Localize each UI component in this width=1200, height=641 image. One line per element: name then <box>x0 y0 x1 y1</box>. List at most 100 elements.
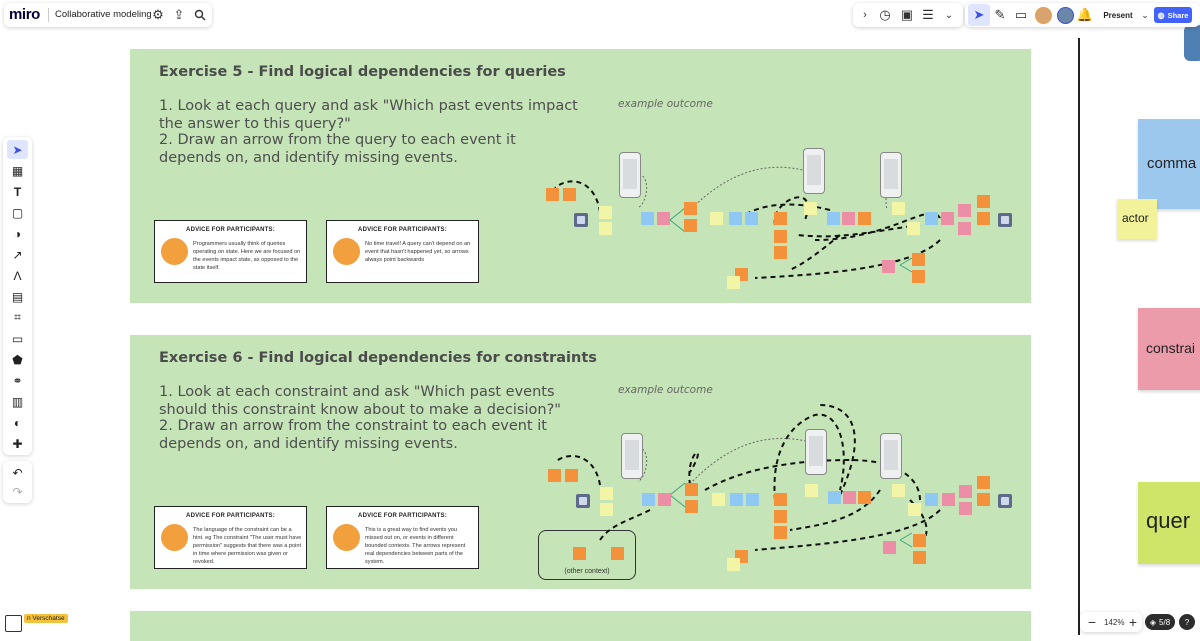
pages-pill[interactable]: ◈ 5/8 <box>1145 614 1175 630</box>
miro-logo[interactable]: miro <box>9 6 40 23</box>
zoom-out-icon[interactable]: − <box>1087 614 1097 630</box>
notes-icon[interactable]: ☰ <box>922 7 934 22</box>
event-sticky[interactable] <box>913 534 926 547</box>
sidebar-panel-icon[interactable] <box>5 615 22 632</box>
event-sticky[interactable] <box>685 500 698 513</box>
event-sticky[interactable] <box>573 547 586 560</box>
undo-icon[interactable]: ↶ <box>12 465 23 480</box>
timer-icon[interactable]: ◷ <box>879 7 891 22</box>
constraint-sticky[interactable] <box>657 212 670 225</box>
export-upload-icon[interactable]: ⇪ <box>173 7 185 22</box>
mindmap-tool-icon[interactable]: ⬟ <box>12 352 23 367</box>
query-sticky[interactable] <box>892 484 905 497</box>
event-sticky[interactable] <box>774 212 787 225</box>
event-sticky[interactable] <box>858 491 871 504</box>
command-sticky[interactable] <box>642 493 655 506</box>
constraint-sticky[interactable] <box>658 493 671 506</box>
connection-line-tool-icon[interactable]: ↗ <box>12 247 23 262</box>
user-avatar[interactable] <box>1057 7 1074 24</box>
command-sticky[interactable] <box>925 212 938 225</box>
templates-tool-icon[interactable]: ▦ <box>11 163 24 178</box>
dark-blue-sticky[interactable] <box>1184 25 1200 61</box>
settings-gear-icon[interactable]: ⚙ <box>152 7 164 22</box>
text-tool-icon[interactable]: T <box>13 184 22 199</box>
event-sticky[interactable] <box>774 246 787 259</box>
event-sticky[interactable] <box>912 270 925 283</box>
constraint-sticky[interactable] <box>942 493 955 506</box>
query-legend-sticky[interactable]: quer <box>1138 482 1200 564</box>
query-sticky[interactable] <box>727 558 740 571</box>
event-sticky[interactable] <box>684 202 697 215</box>
query-sticky[interactable] <box>712 493 725 506</box>
event-sticky[interactable] <box>774 510 787 523</box>
shapes-tool-icon[interactable]: ◑ <box>13 226 22 241</box>
event-sticky[interactable] <box>546 188 559 201</box>
board-title[interactable]: Collaborative modeling <box>55 9 152 20</box>
constraint-sticky[interactable] <box>959 485 972 498</box>
query-sticky[interactable] <box>805 484 818 497</box>
present-dropdown-chevron-icon[interactable]: ⌄ <box>1141 9 1149 20</box>
exercise6-example-diagram[interactable] <box>540 400 1020 575</box>
constraint-sticky[interactable] <box>958 204 971 217</box>
card-tool-icon[interactable]: ▭ <box>11 331 24 346</box>
share-button[interactable]: ◍ Share <box>1154 7 1192 23</box>
command-sticky[interactable] <box>729 212 742 225</box>
screen-icon[interactable]: ▣ <box>900 7 914 22</box>
actor-legend-sticky[interactable]: actor <box>1117 199 1157 239</box>
event-sticky[interactable] <box>611 547 624 560</box>
more-tools-plus-icon[interactable]: ✚ <box>12 436 23 451</box>
cursor-select-icon[interactable]: ➤ <box>968 4 990 26</box>
constraint-sticky[interactable] <box>843 491 856 504</box>
query-sticky[interactable] <box>600 503 613 516</box>
query-sticky[interactable] <box>599 206 612 219</box>
command-legend-sticky[interactable]: comma <box>1138 119 1200 209</box>
event-sticky[interactable] <box>774 230 787 243</box>
reactions-icon[interactable]: ✎ <box>994 7 1006 22</box>
command-sticky[interactable] <box>641 212 654 225</box>
bell-icon[interactable]: 🔔 <box>1076 7 1094 22</box>
query-sticky[interactable] <box>907 222 920 235</box>
command-sticky[interactable] <box>925 493 938 506</box>
event-sticky[interactable] <box>977 195 990 208</box>
command-sticky[interactable] <box>745 212 758 225</box>
command-sticky[interactable] <box>746 493 759 506</box>
exercise5-example-diagram[interactable] <box>540 140 1020 300</box>
constraint-sticky[interactable] <box>883 541 896 554</box>
exercise5-advice-1[interactable]: ADVICE FOR PARTICIPANTS: Programmers usu… <box>154 220 307 283</box>
exercise6-advice-1[interactable]: ADVICE FOR PARTICIPANTS: The language of… <box>154 506 307 569</box>
more-chevron-icon[interactable]: ⌄ <box>944 9 954 21</box>
event-sticky[interactable] <box>977 476 990 489</box>
event-sticky[interactable] <box>548 469 561 482</box>
search-icon[interactable] <box>189 4 211 26</box>
query-sticky[interactable] <box>908 503 921 516</box>
query-sticky[interactable] <box>599 222 612 235</box>
event-sticky[interactable] <box>684 219 697 232</box>
constraint-legend-sticky[interactable]: constrai <box>1138 308 1200 390</box>
exercise5-advice-2[interactable]: ADVICE FOR PARTICIPANTS: No time travel!… <box>326 220 479 283</box>
sticky-note-tool-icon[interactable]: ▢ <box>11 205 24 220</box>
comment-icon[interactable]: ▭ <box>1014 7 1028 22</box>
comment-tool-icon[interactable]: ▤ <box>11 289 24 304</box>
exercise6-advice-2[interactable]: ADVICE FOR PARTICIPANTS: This is a great… <box>326 506 479 569</box>
query-sticky[interactable] <box>804 202 817 215</box>
event-sticky[interactable] <box>565 469 578 482</box>
command-sticky[interactable] <box>827 212 840 225</box>
constraint-sticky[interactable] <box>941 212 954 225</box>
constraint-sticky[interactable] <box>842 212 855 225</box>
present-button[interactable]: Present <box>1103 10 1133 20</box>
apps-tool-icon[interactable]: ⚭ <box>12 373 23 388</box>
event-sticky[interactable] <box>912 253 925 266</box>
zoom-in-icon[interactable]: + <box>1128 614 1138 630</box>
select-tool-icon[interactable]: ➤ <box>7 140 28 159</box>
frame-tool-icon[interactable]: ⌗ <box>14 310 21 324</box>
constraint-sticky[interactable] <box>882 260 895 273</box>
pen-tool-icon[interactable]: Ʌ <box>13 268 22 283</box>
command-sticky[interactable] <box>828 491 841 504</box>
zoom-level[interactable]: 142% <box>1104 618 1125 627</box>
constraint-sticky[interactable] <box>959 502 972 515</box>
event-sticky[interactable] <box>858 212 871 225</box>
event-sticky[interactable] <box>774 493 787 506</box>
chevron-right-icon[interactable]: › <box>863 9 867 21</box>
other-context-box[interactable]: (other context) <box>538 530 636 580</box>
